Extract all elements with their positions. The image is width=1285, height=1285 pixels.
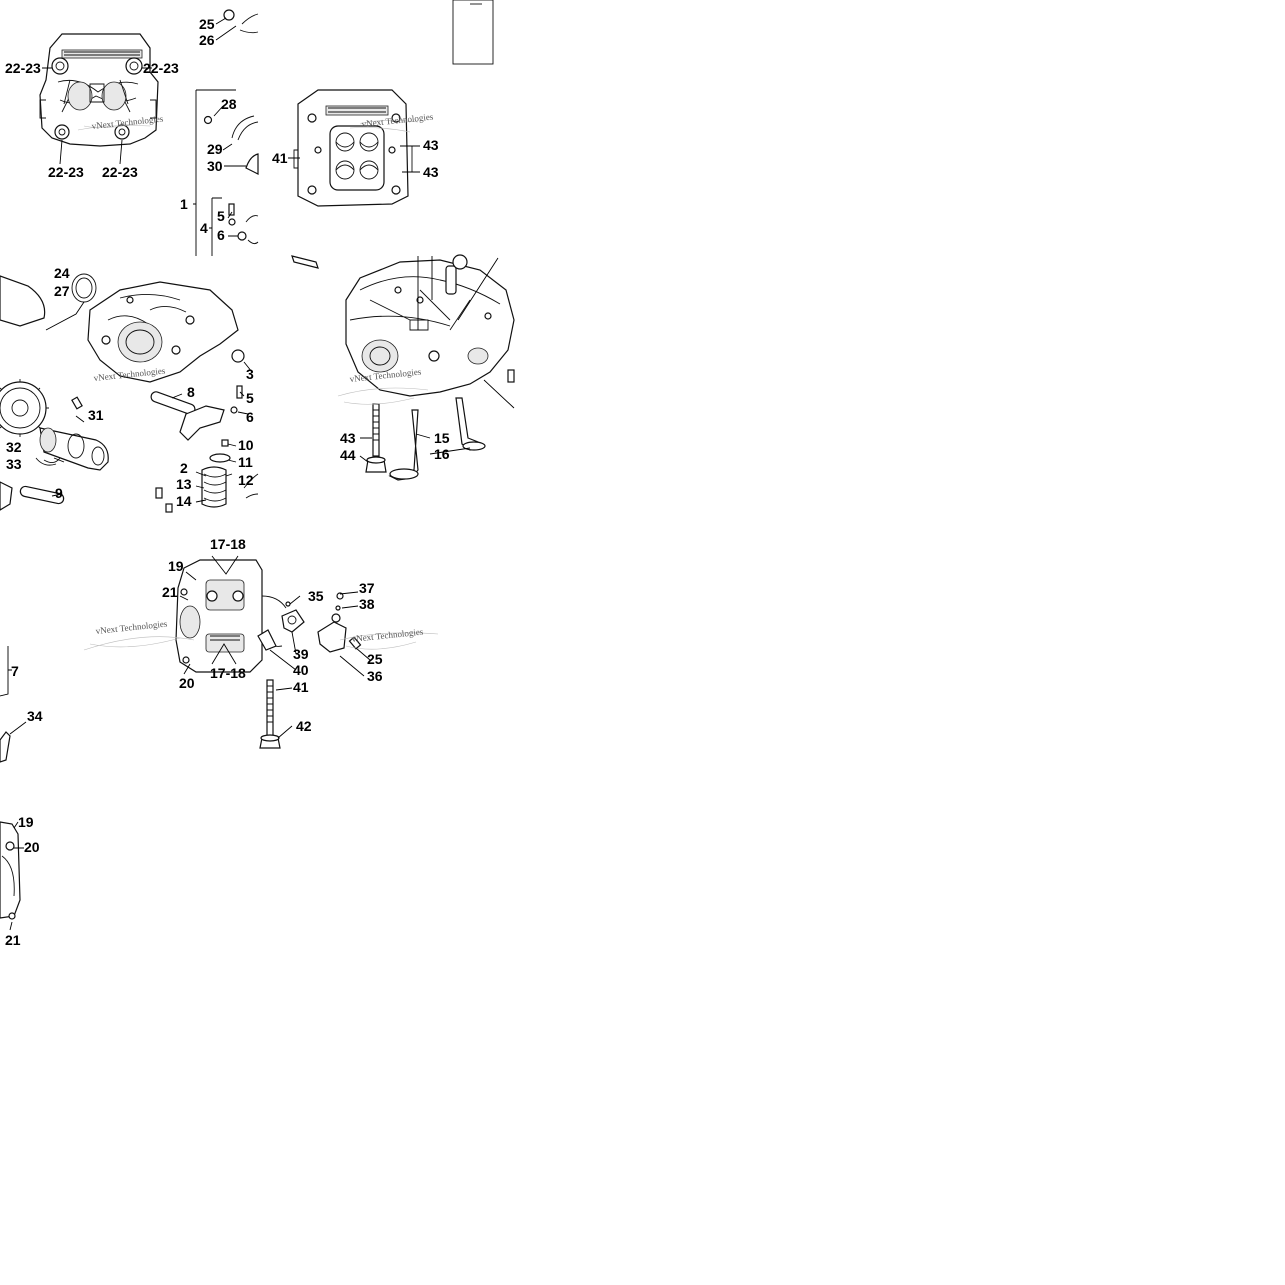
callout-25: 25 — [367, 651, 383, 667]
callout-1: 1 — [180, 196, 188, 212]
cylinder-head-gasket-face — [288, 89, 420, 207]
callout-42: 42 — [296, 718, 312, 734]
callout-19: 19 — [18, 814, 34, 830]
callout-20: 20 — [179, 675, 195, 691]
callout-22-23: 22-23 — [102, 164, 138, 180]
cylinder-head-sensors — [83, 555, 439, 749]
callout-31: 31 — [88, 407, 104, 423]
callout-40: 40 — [293, 662, 309, 678]
callout-22-23: 22-23 — [5, 60, 41, 76]
callout-34: 34 — [27, 708, 43, 724]
callout-43: 43 — [423, 164, 439, 180]
callout-10: 10 — [238, 437, 254, 453]
lower-left-fragments — [0, 646, 27, 931]
cylinder-head-valves — [291, 254, 515, 481]
callout-41: 41 — [293, 679, 309, 695]
callout-35: 35 — [308, 588, 324, 604]
callout-24: 24 — [54, 265, 70, 281]
exploded-rocker-cam-assembly — [0, 273, 259, 513]
callout-21: 21 — [5, 932, 21, 948]
callout-5: 5 — [246, 390, 254, 406]
callout-15: 15 — [434, 430, 450, 446]
watermark: vNext Technologies — [351, 626, 424, 644]
callout-6: 6 — [217, 227, 225, 243]
callout-25: 25 — [199, 16, 215, 32]
callout-7: 7 — [11, 663, 19, 679]
callout-14: 14 — [176, 493, 192, 509]
callout-5: 5 — [217, 208, 225, 224]
callout-12: 12 — [238, 472, 254, 488]
callout-41: 41 — [272, 150, 288, 166]
callout-27: 27 — [54, 283, 70, 299]
callout-19: 19 — [168, 558, 184, 574]
callout-17-18: 17-18 — [210, 536, 246, 552]
callout-37: 37 — [359, 580, 375, 596]
callout-3: 3 — [246, 366, 254, 382]
callout-39: 39 — [293, 646, 309, 662]
callout-8: 8 — [187, 384, 195, 400]
callout-17-18: 17-18 — [210, 665, 246, 681]
callout-30: 30 — [207, 158, 223, 174]
callout-13: 13 — [176, 476, 192, 492]
callout-43: 43 — [423, 137, 439, 153]
callout-22-23: 22-23 — [48, 164, 84, 180]
callout-29: 29 — [207, 141, 223, 157]
callout-26: 26 — [199, 32, 215, 48]
callout-36: 36 — [367, 668, 383, 684]
callout-6: 6 — [246, 409, 254, 425]
callout-43: 43 — [340, 430, 356, 446]
callout-22-23: 22-23 — [143, 60, 179, 76]
callout-11: 11 — [238, 454, 253, 470]
callout-16: 16 — [434, 446, 450, 462]
camshaft-detail — [193, 0, 494, 256]
watermark: vNext Technologies — [95, 618, 168, 636]
callout-44: 44 — [340, 447, 356, 463]
callout-33: 33 — [6, 456, 22, 472]
callout-4: 4 — [200, 220, 208, 236]
callout-38: 38 — [359, 596, 375, 612]
cam-sprocket — [0, 379, 49, 437]
callout-20: 20 — [24, 839, 40, 855]
cylinder-head-top-view — [39, 33, 159, 165]
callout-9: 9 — [55, 485, 63, 501]
callout-2: 2 — [180, 460, 188, 476]
callout-32: 32 — [6, 439, 22, 455]
callout-21: 21 — [162, 584, 178, 600]
callout-28: 28 — [221, 96, 237, 112]
